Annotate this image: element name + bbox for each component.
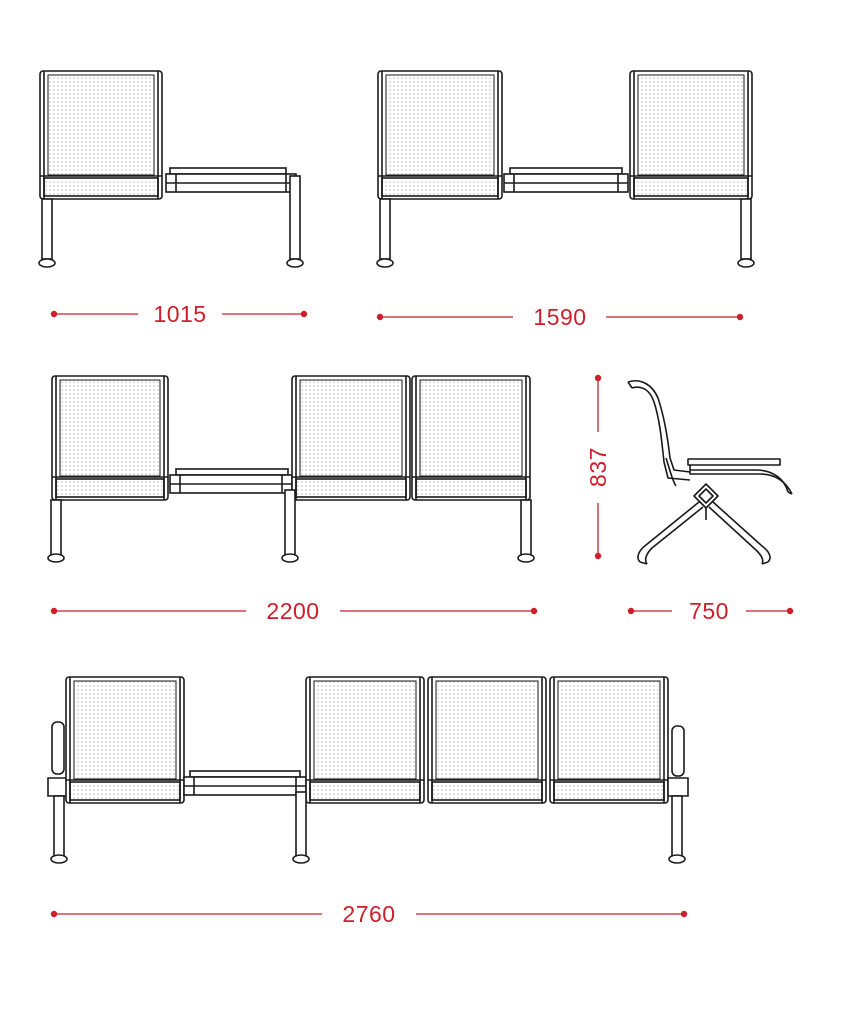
dimension-label-2760: 2760: [342, 901, 395, 927]
beam-and-legs: [47, 489, 535, 563]
beam-and-legs: [376, 198, 755, 268]
seat-module: [65, 676, 185, 804]
beam-and-legs: [50, 791, 686, 864]
seat-module: [427, 676, 547, 804]
dimension-label-1590: 1590: [533, 304, 586, 330]
seat-module: [411, 375, 531, 501]
side-table: [503, 167, 629, 193]
dimension-1015: 1015: [50, 301, 308, 327]
variant-1015: [38, 70, 304, 268]
variant-2200: [47, 375, 535, 563]
side-table: [169, 468, 293, 494]
seat-module: [377, 70, 503, 200]
seat-module: [39, 70, 163, 200]
variant-1590: [376, 70, 755, 268]
side-profile-view: [627, 380, 793, 565]
dimension-2760: 2760: [50, 901, 688, 927]
dimension-label-2200: 2200: [266, 598, 319, 624]
seat-module: [629, 70, 753, 200]
variant-2760: [47, 676, 689, 864]
end-armrest-left: [47, 721, 69, 797]
dimension-2200: 2200: [50, 598, 538, 624]
dimension-label-1015: 1015: [153, 301, 206, 327]
dimension-750: 750: [627, 598, 794, 624]
side-table: [165, 167, 297, 193]
beam-and-legs: [38, 175, 304, 268]
seat-module: [549, 676, 669, 804]
side-table: [183, 770, 307, 796]
seat-module: [51, 375, 169, 501]
dimension-label-750: 750: [689, 598, 729, 624]
seat-module: [291, 375, 411, 501]
end-armrest-right: [667, 725, 689, 797]
dimension-837: 837: [585, 374, 611, 560]
dimension-1590: 1590: [376, 304, 744, 330]
seat-module: [305, 676, 425, 804]
dimension-label-837: 837: [585, 447, 611, 487]
